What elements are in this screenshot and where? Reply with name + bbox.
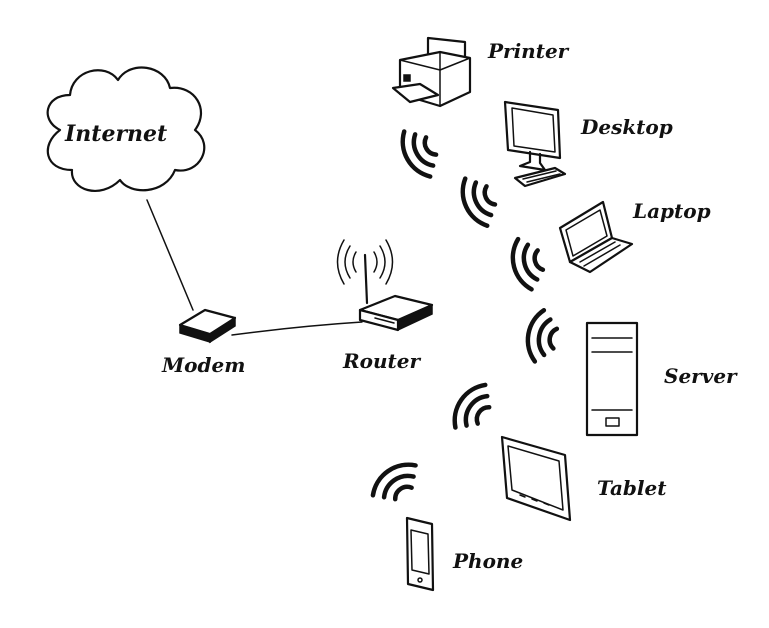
modem-label: Modem [161, 353, 245, 377]
phone-label: Phone [452, 549, 523, 573]
wifi-signal-icon [525, 307, 560, 364]
modem-icon [178, 308, 237, 344]
internet-cloud-icon [46, 66, 206, 192]
printer-icon [391, 36, 472, 108]
server-icon [585, 321, 639, 437]
laptop-label: Laptop [632, 199, 711, 223]
wifi-signal-icon [510, 236, 546, 292]
desktop-label: Desktop [580, 115, 673, 139]
phone-icon [405, 516, 435, 592]
laptop-icon [558, 200, 634, 274]
wifi-signal-icon [452, 382, 492, 430]
printer-label: Printer [487, 39, 570, 63]
desktop-icon [503, 100, 567, 188]
router-label: Router [342, 349, 421, 373]
wifi-signal-icon [370, 462, 418, 502]
internet-label: Internet [64, 121, 167, 147]
server-label: Server [664, 364, 738, 388]
router-icon [336, 239, 434, 332]
wifi-signal-icon [460, 176, 498, 228]
modem-router-link [231, 321, 363, 336]
internet-modem-link [146, 199, 194, 311]
wifi-signal-icon [400, 129, 439, 179]
tablet-icon [500, 435, 572, 522]
tablet-label: Tablet [597, 476, 667, 500]
